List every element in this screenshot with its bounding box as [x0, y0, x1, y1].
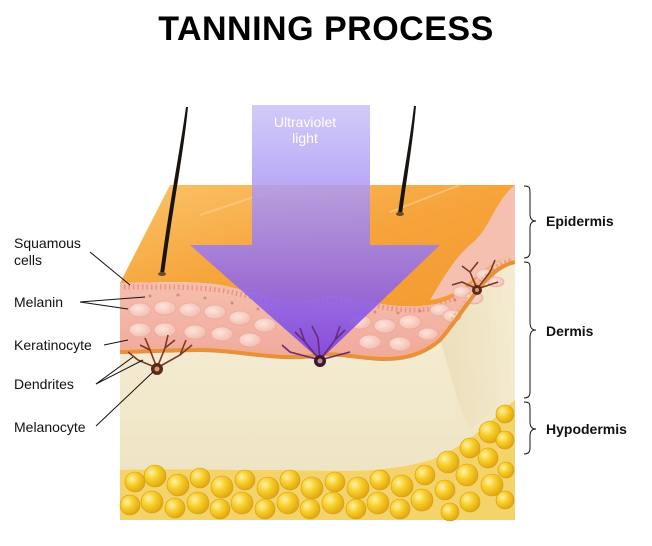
hair-right	[398, 106, 416, 214]
label-keratinocyte: Keratinocyte	[14, 337, 92, 353]
melanocyte-left	[127, 334, 193, 369]
melanocyte-right	[451, 259, 499, 290]
diagram-title: TANNING PROCESS	[158, 10, 494, 48]
uv-light-arrow	[190, 105, 440, 360]
label-leaders	[79, 251, 154, 427]
uv-label-line2: light	[292, 130, 318, 146]
label-dermis: Dermis	[546, 323, 594, 339]
hair-left	[160, 107, 188, 274]
label-epidermis: Epidermis	[546, 213, 614, 229]
uv-label-line1: Ultraviolet	[274, 114, 336, 130]
label-melanin: Melanin	[14, 294, 63, 310]
label-hypodermis: Hypodermis	[546, 421, 627, 437]
fat-cells	[119, 404, 515, 522]
layer-brackets	[523, 185, 537, 455]
label-melanocyte: Melanocyte	[14, 419, 86, 435]
epidermis-side	[430, 185, 515, 300]
label-squamous-1: Squamous	[14, 235, 81, 251]
label-dendrites: Dendrites	[14, 376, 74, 392]
label-squamous-2: cells	[14, 252, 42, 268]
